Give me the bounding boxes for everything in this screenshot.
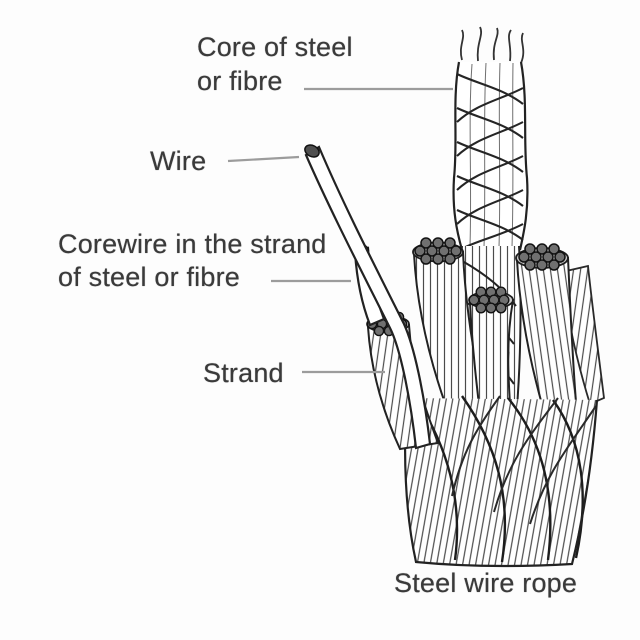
label-corewire-line2: of steel or fibre	[58, 262, 240, 292]
strand-left-drawing	[412, 237, 485, 408]
label-wire: Wire	[150, 146, 207, 176]
label-strand: Strand	[203, 358, 284, 388]
label-core-line1: Core of steel	[197, 32, 353, 62]
strand-middle-wire-ends	[468, 286, 510, 314]
label-corewire: Corewire in the strand of steel or fibre	[58, 228, 327, 294]
strand-middle-drawing	[468, 286, 515, 424]
strand-right-drawing	[515, 243, 578, 410]
label-core-line2: or fibre	[197, 66, 283, 96]
strand-right-wire-ends	[518, 243, 566, 271]
wire-leader-line	[227, 155, 300, 163]
rope-body-drawing	[403, 395, 599, 568]
label-steel-wire-rope: Steel wire rope	[394, 568, 578, 598]
label-corewire-line1: Corewire in the strand	[58, 229, 327, 259]
strand-left-wire-ends	[414, 237, 462, 265]
wire-drawing	[304, 144, 432, 450]
core-rope-drawing	[452, 26, 529, 251]
label-core: Core of steel or fibre	[197, 30, 353, 98]
